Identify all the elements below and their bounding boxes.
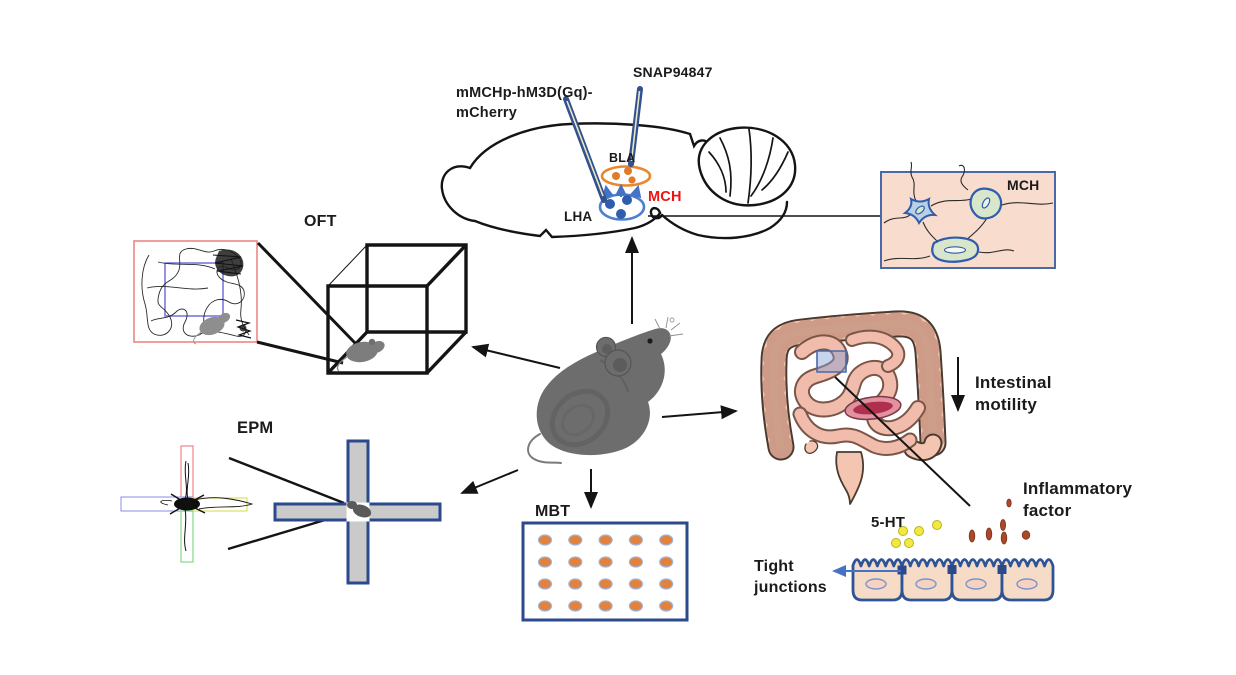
marble xyxy=(659,578,674,590)
lha-region-label: LHA xyxy=(564,209,593,224)
experimental-mouse xyxy=(527,316,684,464)
mch-neuron-star xyxy=(902,197,939,226)
mch-neuron-polygon xyxy=(969,187,1003,220)
brain-outline xyxy=(440,122,789,240)
mouse-whiskers xyxy=(654,316,684,337)
rectum xyxy=(835,451,864,505)
appendix xyxy=(804,440,819,454)
mbt-label: MBT xyxy=(535,503,571,520)
injection-needle-right xyxy=(628,86,643,167)
inset-mch-label: MCH xyxy=(1007,177,1040,193)
inflammatory-particle xyxy=(985,527,993,541)
oft-arena-mouse xyxy=(336,338,385,372)
marble xyxy=(568,600,583,612)
bla-region-label: BLA xyxy=(609,151,636,165)
marble xyxy=(659,534,674,546)
marble xyxy=(659,600,674,612)
injection-right-label: SNAP94847 xyxy=(633,64,713,80)
epm-track-trace xyxy=(160,460,254,552)
mch-projection-arrows xyxy=(601,183,642,199)
inflammatory-particle xyxy=(1006,498,1012,508)
marble xyxy=(598,556,613,568)
epm-maze xyxy=(273,439,442,585)
inflammatory-particle xyxy=(1021,530,1031,540)
intestine-illustration xyxy=(760,310,947,505)
marble xyxy=(568,578,583,590)
marble xyxy=(628,556,644,568)
epm-maze-mouse xyxy=(347,501,372,518)
oft-label: OFT xyxy=(304,213,337,230)
marble xyxy=(598,578,613,590)
mch-inset-panel xyxy=(880,161,1056,269)
marble xyxy=(537,578,553,590)
intestine-highlight-region xyxy=(816,350,847,373)
neurite-fibers xyxy=(883,161,1054,262)
marble xyxy=(628,578,644,590)
marble xyxy=(537,600,553,612)
inflammatory-particle xyxy=(1000,531,1008,545)
injection-needle-left xyxy=(563,96,607,203)
center-arrows xyxy=(460,236,738,509)
intestine-to-epithelium-line xyxy=(834,376,971,507)
marble xyxy=(659,556,674,568)
oft-trace-mouse xyxy=(193,312,231,345)
lha-neurons xyxy=(605,195,632,219)
arrow-to-oft xyxy=(471,343,561,369)
marble xyxy=(537,534,553,546)
small-intestine-coils xyxy=(792,329,926,456)
serotonin-dot xyxy=(904,538,914,548)
inflammatory-particles xyxy=(968,498,1031,545)
gut-epithelium xyxy=(832,558,1055,602)
cell-nuclei xyxy=(865,578,1038,590)
epm-track-plot xyxy=(120,445,254,563)
tight-junction-markers xyxy=(897,565,1007,575)
epm-label: EPM xyxy=(237,419,274,437)
cerebellum xyxy=(697,126,797,207)
colon-haustra xyxy=(762,312,945,459)
injection-left-label: mMCHp-hM3D(Gq)- mCherry xyxy=(456,85,593,121)
oft-track-plot xyxy=(133,240,258,345)
tight-junctions-label: Tight junctions xyxy=(754,558,827,597)
mbt-marbles xyxy=(537,534,674,612)
oft-callout-lines xyxy=(256,241,358,365)
marble xyxy=(598,600,613,612)
inflammatory-particle xyxy=(968,529,976,543)
marble xyxy=(628,534,644,546)
serotonin-dot xyxy=(898,526,908,536)
mch-projection-label: MCH xyxy=(648,189,682,205)
serotonin-dot xyxy=(914,526,924,536)
inflammatory-factor-label: Inflammatory factor xyxy=(1023,479,1133,520)
marble xyxy=(537,556,553,568)
bla-neurons xyxy=(612,167,636,184)
serotonin-dot xyxy=(932,520,942,530)
serotonin-dot xyxy=(891,538,901,548)
arrow-to-intestine xyxy=(661,405,738,420)
intestinal-motility-label: Intestinal motility xyxy=(975,373,1052,414)
mouse-eye xyxy=(647,338,653,344)
mouse-tail xyxy=(527,433,562,464)
mouse-body xyxy=(536,328,671,456)
marble xyxy=(568,556,583,568)
serotonin-dots xyxy=(891,520,942,548)
inflammatory-particle xyxy=(1000,519,1007,531)
marble xyxy=(568,534,583,546)
arrow-to-epm xyxy=(460,469,519,494)
marble xyxy=(598,534,613,546)
serotonin-label: 5-HT xyxy=(871,514,906,531)
mch-neuron-elongated xyxy=(931,236,980,263)
marble xyxy=(628,600,644,612)
